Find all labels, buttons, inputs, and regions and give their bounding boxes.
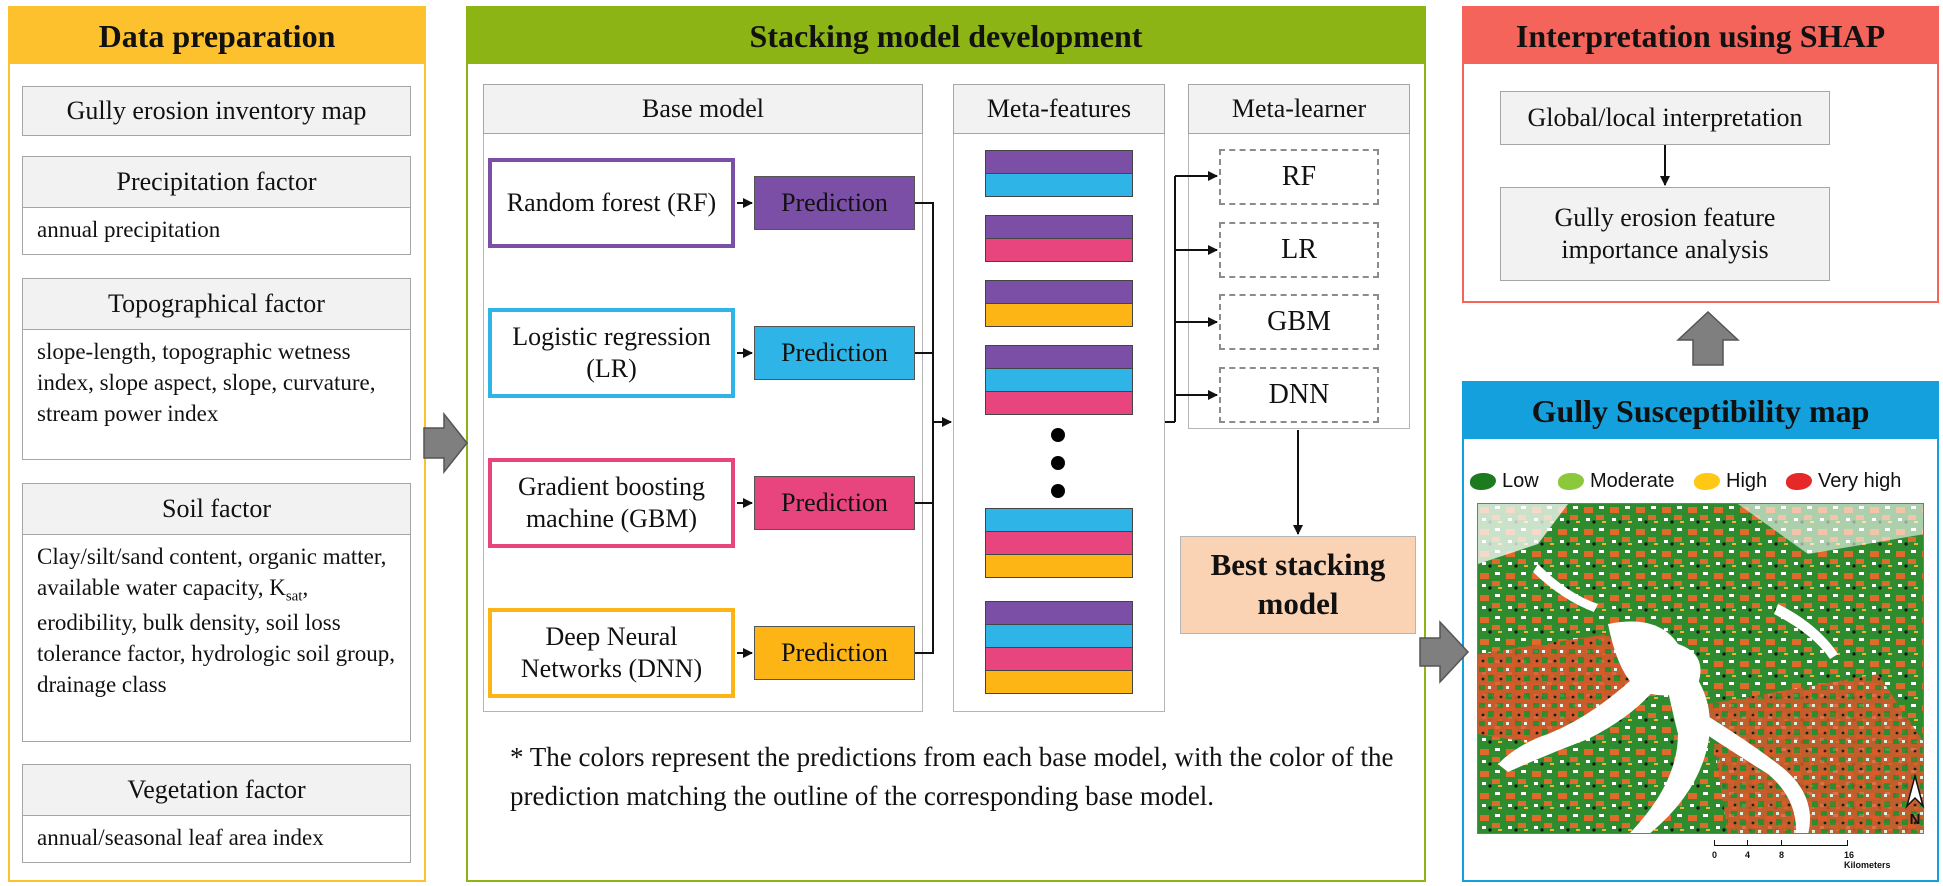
data-preparation-title: Data preparation — [98, 17, 336, 54]
legend-low-label: Low — [1502, 470, 1539, 492]
prediction-dnn: Prediction — [754, 626, 915, 680]
scale-tick-0: 0 — [1712, 850, 1718, 860]
meta-learner-dnn: DNN — [1219, 367, 1379, 423]
map-panel: Gully Susceptibility map — [1462, 381, 1939, 882]
shap-title: Interpretation using SHAP — [1515, 17, 1886, 54]
color-note: * The colors represent the predictions f… — [510, 742, 1394, 812]
prediction-gbm: Prediction — [754, 476, 915, 530]
topographical-factor-detail: slope-length, topographic wetness index,… — [22, 329, 411, 460]
legend-moderate-label: Moderate — [1590, 470, 1675, 492]
base-model-rf: Random forest (RF) — [488, 158, 735, 248]
base-model-lr: Logistic regression (LR) — [488, 308, 735, 398]
prediction-lr: Prediction — [754, 326, 915, 380]
legend-high: High — [1694, 470, 1767, 493]
base-model-gbm: Gradient boosting machine (GBM) — [488, 458, 735, 548]
base-model-dnn: Deep Neural Networks (DNN) — [488, 608, 735, 698]
base-model-header: Base model — [483, 84, 923, 134]
meta-feature-all — [985, 601, 1133, 694]
legend-very-high-label: Very high — [1818, 470, 1902, 492]
ellipsis-dots — [1051, 428, 1069, 498]
meta-feature-rf-dnn — [985, 280, 1133, 327]
vegetation-factor-detail: annual/seasonal leaf area index — [22, 815, 411, 863]
legend-high-swatch — [1694, 473, 1720, 490]
soil-detail-text-cont: , erodibility, bulk density, soil loss t… — [37, 575, 396, 697]
best-stacking-model-label: Best stacking model — [1210, 547, 1386, 621]
legend-moderate: Moderate — [1558, 470, 1675, 493]
legend-low-swatch — [1470, 473, 1496, 490]
meta-features-header: Meta-features — [953, 84, 1165, 134]
scale-bar: 0 4 8 16 Kilometers — [1712, 840, 1902, 870]
map-title: Gully Susceptibility map — [1531, 392, 1870, 429]
data-preparation-header: Data preparation — [10, 8, 424, 64]
soil-factor-detail: Clay/silt/sand content, organic matter, … — [22, 534, 411, 742]
soil-detail-subscript: sat — [285, 588, 303, 605]
north-arrow-icon — [1905, 773, 1925, 809]
map-header: Gully Susceptibility map — [1464, 383, 1937, 439]
meta-learner-lr: LR — [1219, 222, 1379, 278]
vegetation-factor-title: Vegetation factor — [22, 764, 411, 816]
soil-detail-text: Clay/silt/sand content, organic matter, … — [37, 544, 387, 601]
meta-feature-rf-gbm — [985, 215, 1133, 262]
stacking-panel: Stacking model development — [466, 6, 1426, 882]
susceptibility-map-image — [1477, 503, 1924, 834]
meta-feature-rf-lr — [985, 150, 1133, 197]
precipitation-factor-title: Precipitation factor — [22, 156, 411, 208]
stacking-title: Stacking model development — [749, 17, 1143, 54]
shap-panel: Interpretation using SHAP — [1462, 6, 1939, 303]
north-arrow: N — [1903, 773, 1927, 828]
meta-learner-gbm: GBM — [1219, 294, 1379, 350]
best-stacking-model: Best stacking model — [1180, 536, 1416, 634]
legend-moderate-swatch — [1558, 473, 1584, 490]
meta-learner-header: Meta-learner — [1188, 84, 1410, 134]
soil-factor-title: Soil factor — [22, 483, 411, 535]
meta-feature-rf-lr-gbm — [985, 345, 1133, 415]
stacking-header: Stacking model development — [468, 8, 1424, 64]
prediction-rf: Prediction — [754, 176, 915, 230]
meta-learner-rf: RF — [1219, 149, 1379, 205]
topographical-factor-title: Topographical factor — [22, 278, 411, 330]
global-local-interpretation: Global/local interpretation — [1500, 91, 1830, 145]
north-label: N — [1909, 811, 1921, 828]
scale-tick-8: 8 — [1779, 850, 1785, 860]
inventory-map-box: Gully erosion inventory map — [22, 86, 411, 136]
legend-very-high: Very high — [1786, 470, 1901, 493]
map-raster — [1478, 504, 1923, 833]
scale-tick-16: 16 Kilometers — [1844, 850, 1891, 870]
data-preparation-panel: Data preparation — [8, 6, 426, 882]
precipitation-factor-detail: annual precipitation — [22, 207, 411, 255]
legend-very-high-swatch — [1786, 473, 1812, 490]
meta-feature-lr-gbm-dnn — [985, 508, 1133, 578]
scale-tick-4: 4 — [1745, 850, 1751, 860]
legend-high-label: High — [1726, 470, 1768, 492]
feature-importance-analysis: Gully erosion feature importance analysi… — [1500, 187, 1830, 281]
legend-low: Low — [1470, 470, 1539, 493]
shap-header: Interpretation using SHAP — [1464, 8, 1937, 64]
